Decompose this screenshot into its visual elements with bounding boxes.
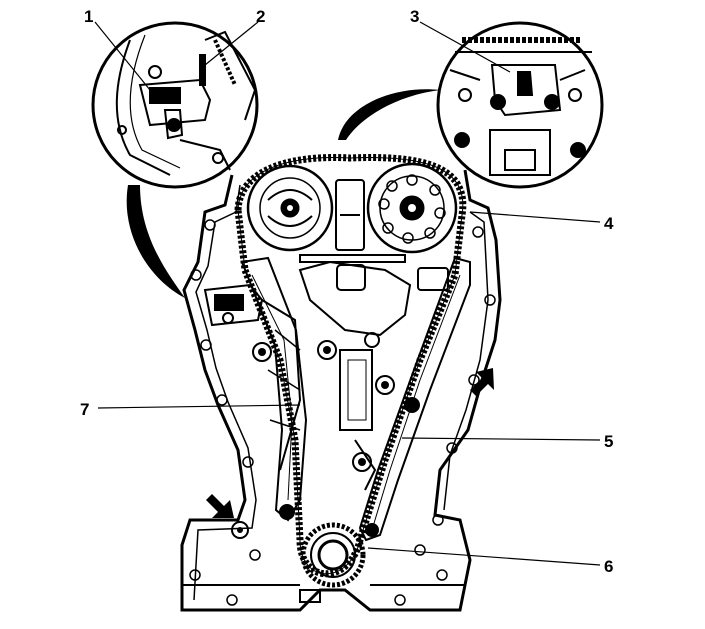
callout-1: 1 <box>84 7 93 26</box>
connector-right <box>338 89 440 140</box>
bolts <box>231 332 395 539</box>
callout-3: 3 <box>410 7 419 26</box>
callout-labels: 1 2 3 4 5 6 7 <box>80 7 614 576</box>
exhaust-camshaft-sprocket <box>366 162 458 254</box>
center-ribs <box>261 260 412 491</box>
callout-6: 6 <box>604 557 613 576</box>
callout-7: 7 <box>80 400 89 419</box>
crankshaft-sprocket <box>299 522 366 603</box>
callout-2: 2 <box>256 7 265 26</box>
cam-bridge <box>335 179 365 251</box>
detail-circle-right <box>436 21 604 189</box>
upper-guide <box>299 254 449 291</box>
tensioner-rail <box>240 256 308 522</box>
intake-camshaft-sprocket <box>246 164 334 252</box>
callout-5: 5 <box>604 432 613 451</box>
arrow-left-icon <box>206 494 234 518</box>
timing-chain <box>234 154 467 578</box>
callout-4: 4 <box>604 214 614 233</box>
arrow-right-icon <box>470 368 494 396</box>
guide-rail <box>358 256 471 542</box>
detail-circle-left <box>91 21 259 189</box>
chain-tensioner <box>203 283 264 327</box>
cover-bolt-holes <box>189 219 496 606</box>
callout-leaders <box>94 21 601 566</box>
connector-left <box>126 185 185 298</box>
